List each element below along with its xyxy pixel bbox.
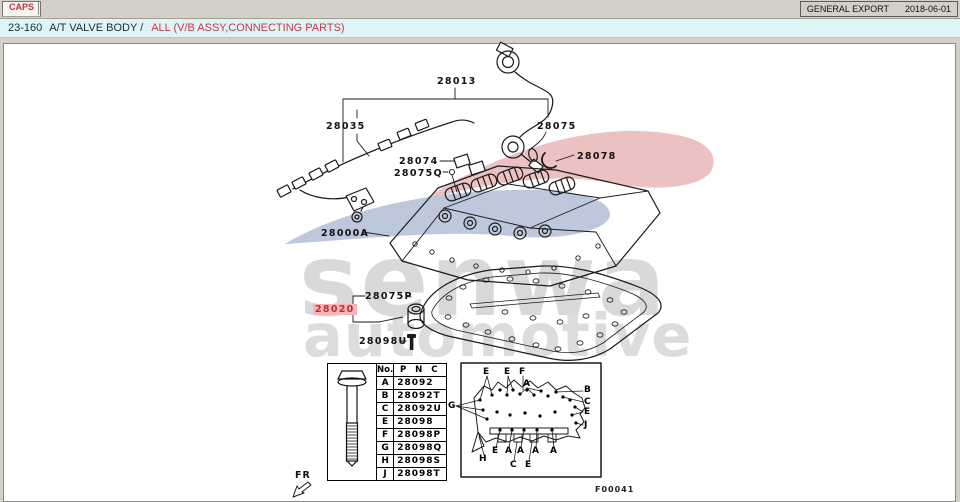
part-callout-28075Q[interactable]: 28075Q xyxy=(394,168,443,179)
bolt-location-letter-F: F xyxy=(519,367,526,377)
bolt-location-letter-E: E xyxy=(525,460,532,470)
part-callout-28013[interactable]: 28013 xyxy=(437,76,477,87)
part-callout-28075P[interactable]: 28075P xyxy=(365,291,413,302)
part-callout-28020[interactable]: 28020 xyxy=(313,304,357,315)
part-callout-28035[interactable]: 28035 xyxy=(326,121,366,132)
pnc-row-number: 28098T xyxy=(393,467,448,481)
catalog-date: 2018-06-01 xyxy=(904,4,951,14)
pnc-row-number: 28092U xyxy=(393,402,448,416)
group-selection: ALL (V/B ASSY,CONNECTING PARTS) xyxy=(151,22,345,34)
part-callout-28074[interactable]: 28074 xyxy=(399,156,439,167)
tab-separator xyxy=(38,2,39,15)
figure-code: F00041 xyxy=(595,485,635,494)
bolt-location-letter-E: E xyxy=(483,367,490,377)
bolt-illustration-cell xyxy=(327,363,377,481)
pnc-row-letter: G xyxy=(375,441,395,455)
pnc-row-number: 28098 xyxy=(393,415,448,429)
bolt-location-letter-C: C xyxy=(510,460,517,470)
bolt-location-letter-G: G xyxy=(448,401,456,411)
bolt-location-letter-C: C xyxy=(584,397,591,407)
col-header-no: No. xyxy=(375,363,395,377)
group-code: 23-160 xyxy=(8,22,43,34)
bolt-location-letter-A: A xyxy=(532,446,539,456)
bolt-location-letter-B: B xyxy=(584,385,591,395)
bolt-location-letter-H: H xyxy=(479,454,487,464)
pnc-row-letter: E xyxy=(375,415,395,429)
bolt-location-letter-E: E xyxy=(492,446,499,456)
bolt-location-letter-A: A xyxy=(505,446,512,456)
breadcrumb: 23-160 A/T VALVE BODY / ALL (V/B ASSY,CO… xyxy=(0,19,960,38)
pnc-row-number: 28092T xyxy=(393,389,448,403)
fr-orientation-label: FR xyxy=(295,470,311,481)
part-callout-28078[interactable]: 28078 xyxy=(577,151,617,162)
pnc-row-letter: F xyxy=(375,428,395,442)
bolt-location-letter-E: E xyxy=(584,407,591,417)
pnc-row-number: 28098S xyxy=(393,454,448,468)
pnc-row-letter: C xyxy=(375,402,395,416)
group-name: A/T VALVE BODY / xyxy=(49,22,144,34)
market-info-box: GENERAL EXPORT 2018-06-01 xyxy=(799,1,958,17)
bolt-illustration xyxy=(337,369,367,467)
part-callout-28075[interactable]: 28075 xyxy=(537,121,577,132)
part-callout-28098U[interactable]: 28098U xyxy=(359,336,408,347)
bolt-location-letter-J: J xyxy=(584,420,588,430)
pnc-row-letter: B xyxy=(375,389,395,403)
pnc-header-row: No. P N C xyxy=(327,363,448,481)
pnc-row-letter: H xyxy=(375,454,395,468)
pnc-row-letter: A xyxy=(375,376,395,390)
pnc-row-letter: J xyxy=(375,467,395,481)
pnc-row-number: 28098P xyxy=(393,428,448,442)
bolt-location-letter-A: A xyxy=(517,446,524,456)
market-label: GENERAL EXPORT xyxy=(806,4,889,14)
bolt-location-letter-E: E xyxy=(504,367,511,377)
pnc-row-number: 28092 xyxy=(393,376,448,390)
tab-caps[interactable]: CAPS xyxy=(2,1,42,17)
bolt-location-letter-A: A xyxy=(523,379,530,389)
bolt-location-letter-A: A xyxy=(550,446,557,456)
col-header-pnc: P N C xyxy=(393,363,448,377)
part-callout-28000A[interactable]: 28000A xyxy=(321,228,370,239)
top-bar: CAPS GENERAL EXPORT 2018-06-01 xyxy=(0,0,960,19)
pnc-row-number: 28098Q xyxy=(393,441,448,455)
